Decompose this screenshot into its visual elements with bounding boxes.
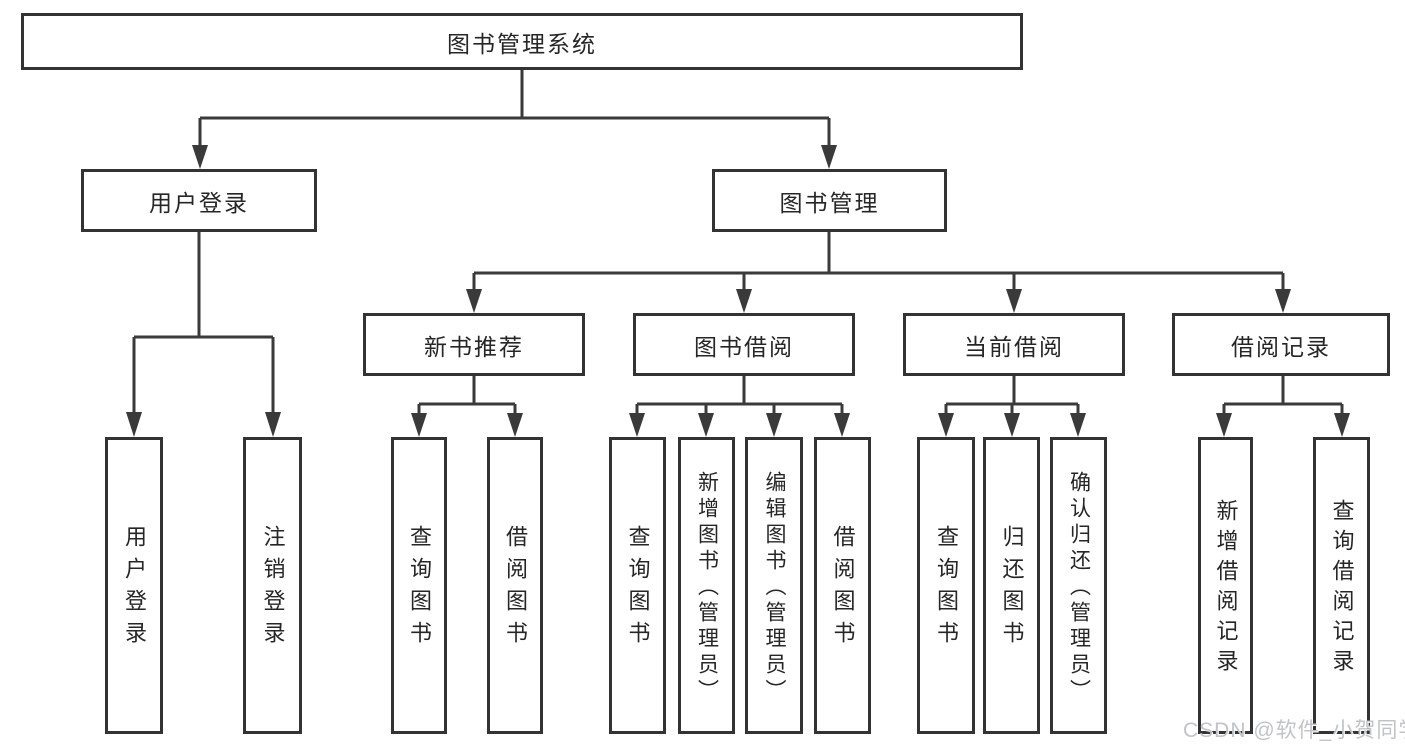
node-book-management: 图书管理 — [712, 169, 947, 232]
csdn-watermark: CSDN @软件_小贺同学 — [1183, 719, 1405, 742]
node-new-book-recommend: 新书推荐 — [363, 313, 585, 376]
leaf-recommend-borrow-books: 借阅图书 — [487, 437, 543, 734]
branch-current-borrowing — [938, 376, 1086, 437]
node-book-borrowing: 图书借阅 — [633, 313, 855, 376]
leaf-borrowing-edit-books-admin: 编辑图书（管理员） — [745, 437, 803, 734]
branch-book-management — [466, 232, 1291, 313]
branch-user-login — [126, 232, 281, 437]
leaf-records-add-borrow-record: 新增借阅记录 — [1198, 437, 1253, 734]
leaf-current-return-books: 归还图书 — [983, 437, 1040, 734]
node-current-borrowing: 当前借阅 — [903, 313, 1125, 376]
leaf-current-query-books: 查询图书 — [917, 437, 975, 734]
branch-new-book-recommend — [411, 376, 523, 437]
leaf-logout: 注销登录 — [243, 437, 302, 734]
node-user-login: 用户登录 — [81, 169, 317, 232]
leaf-user-login: 用户登录 — [105, 437, 163, 734]
branch-book-borrowing — [629, 376, 850, 437]
leaf-records-query-borrow-record: 查询借阅记录 — [1313, 437, 1370, 734]
node-borrow-records: 借阅记录 — [1172, 313, 1390, 376]
leaf-recommend-query-books: 查询图书 — [391, 437, 447, 734]
leaf-borrowing-borrow-books: 借阅图书 — [814, 437, 871, 734]
leaf-current-confirm-return-admin: 确认归还（管理员） — [1050, 437, 1107, 734]
leaf-borrowing-add-books-admin: 新增图书（管理员） — [678, 437, 735, 734]
branch-root-to-level2 — [192, 70, 837, 169]
branch-borrow-records — [1216, 376, 1350, 437]
node-root-library-management-system: 图书管理系统 — [21, 13, 1023, 70]
leaf-borrowing-query-books: 查询图书 — [609, 437, 666, 734]
